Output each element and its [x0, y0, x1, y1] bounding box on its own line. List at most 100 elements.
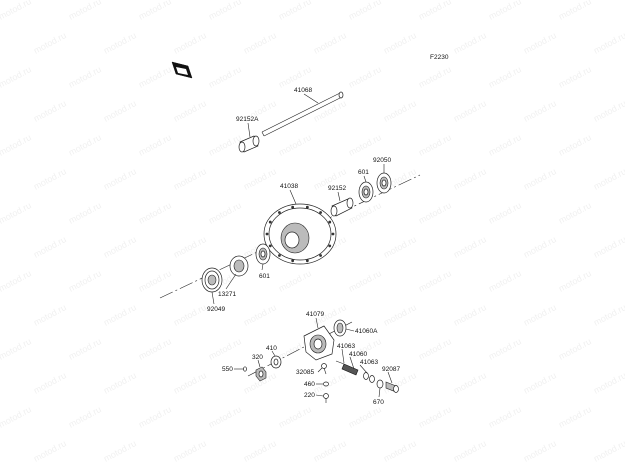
watermark-text: motod.ru — [522, 234, 558, 260]
label-41063-a: 41063 — [337, 343, 355, 350]
watermark-text: motod.ru — [242, 302, 278, 328]
label-41079: 41079 — [306, 311, 324, 318]
watermark-text: motod.ru — [137, 64, 173, 90]
watermark-text: motod.ru — [452, 30, 488, 56]
spoke-hole — [278, 211, 281, 214]
watermark-text: motod.ru — [172, 98, 208, 124]
watermark-text: motod.ru — [0, 132, 33, 158]
spoke-hole — [268, 220, 272, 224]
watermark-text: motod.ru — [137, 0, 173, 22]
label-32085: 32085 — [296, 369, 314, 376]
watermark-text: motod.ru — [382, 30, 418, 56]
watermark-text: motod.ru — [522, 438, 558, 464]
watermark-text: motod.ru — [137, 200, 173, 226]
leader-lines — [211, 93, 393, 398]
watermark-text: motod.ru — [137, 132, 173, 158]
watermark-text: motod.ru — [557, 336, 593, 362]
watermark-text: motod.ru — [452, 166, 488, 192]
watermark-text: motod.ru — [487, 0, 523, 22]
label-320: 320 — [252, 354, 263, 361]
meter-pinion-part — [335, 360, 359, 376]
spoke-hole — [328, 244, 332, 248]
watermark-text: motod.ru — [32, 98, 68, 124]
spoke-hole — [265, 232, 269, 236]
watermark-text: motod.ru — [417, 132, 453, 158]
watermark-text: motod.ru — [347, 64, 383, 90]
watermark-text: motod.ru — [172, 234, 208, 260]
front-direction-icon — [171, 61, 193, 79]
watermark-text: motod.ru — [242, 438, 278, 464]
cotter-pin-part — [236, 366, 247, 372]
watermark-text: motod.ru — [207, 64, 243, 90]
watermark-text: motod.ru — [347, 404, 383, 430]
spoke-hole — [278, 254, 281, 257]
watermark-text: motod.ru — [452, 370, 488, 396]
watermark-text: motod.ru — [487, 200, 523, 226]
watermark-text: motod.ru — [557, 268, 593, 294]
watermark-text: motod.ru — [557, 132, 593, 158]
watermark-text: motod.ru — [522, 302, 558, 328]
nut-part — [255, 366, 267, 382]
watermark-text: motod.ru — [67, 132, 103, 158]
watermark-text: motod.ru — [172, 302, 208, 328]
screw-32085-part — [321, 363, 327, 375]
label-41063-b: 41063 — [360, 359, 378, 366]
label-670: 670 — [373, 399, 384, 406]
watermark-text: motod.ru — [382, 438, 418, 464]
watermark-text: motod.ru — [312, 438, 348, 464]
label-601-lower: 601 — [259, 273, 270, 280]
label-92152: 92152 — [328, 185, 346, 192]
watermark-text: motod.ru — [102, 370, 138, 396]
label-41060: 41060 — [349, 351, 367, 358]
watermark-text: motod.ru — [67, 268, 103, 294]
watermark-text: motod.ru — [207, 336, 243, 362]
watermark-text: motod.ru — [0, 200, 33, 226]
watermark-text: motod.ru — [67, 336, 103, 362]
watermark-text: motod.ru — [557, 404, 593, 430]
watermark-text: motod.ru — [32, 30, 68, 56]
watermark-text: motod.ru — [277, 0, 313, 22]
label-410: 410 — [266, 345, 277, 352]
watermark-text: motod.ru — [172, 30, 208, 56]
watermark-text: motod.ru — [347, 0, 383, 22]
label-92049: 92049 — [207, 306, 225, 313]
watermark-text: motod.ru — [32, 166, 68, 192]
watermark-text: motod.ru — [67, 200, 103, 226]
thrust-washer-part — [363, 372, 375, 383]
watermark-text: motod.ru — [172, 370, 208, 396]
watermark-text: motod.ru — [487, 64, 523, 90]
label-41068: 41068 — [294, 87, 312, 94]
watermark-text: motod.ru — [172, 438, 208, 464]
watermark-text: motod.ru — [522, 30, 558, 56]
spoke-hole — [305, 205, 309, 209]
label-220: 220 — [304, 392, 315, 399]
watermark-text: motod.ru — [242, 166, 278, 192]
watermark-text: motod.ru — [32, 302, 68, 328]
washer-460-part — [323, 381, 329, 387]
spoke-hole — [305, 259, 309, 263]
watermark-text: motod.ru — [522, 166, 558, 192]
hub-part — [263, 203, 337, 265]
meter-gear-housing-part — [303, 325, 335, 361]
spoke-hole — [328, 220, 332, 224]
bushing-part — [385, 381, 399, 393]
watermark-text: motod.ru — [0, 0, 33, 22]
watermark-text: motod.ru — [102, 30, 138, 56]
collar-part — [229, 255, 249, 277]
watermark-text: motod.ru — [522, 370, 558, 396]
watermark-text: motod.ru — [417, 0, 453, 22]
watermark-text: motod.ru — [277, 404, 313, 430]
label-41060a: 41060A — [355, 328, 378, 335]
diagram-code: F2230 — [430, 54, 449, 61]
watermark-text: motod.ru — [0, 336, 33, 362]
spoke-hole — [291, 259, 295, 263]
hub-spacer-part — [330, 197, 354, 217]
watermark-text: motod.ru — [0, 268, 33, 294]
watermark-text: motod.ru — [417, 64, 453, 90]
watermark-text: motod.ru — [277, 268, 313, 294]
watermark-text: motod.ru — [382, 98, 418, 124]
watermark-text: motod.ru — [592, 98, 625, 124]
spoke-hole — [331, 232, 335, 236]
bearing-601-lower-part — [255, 243, 271, 265]
